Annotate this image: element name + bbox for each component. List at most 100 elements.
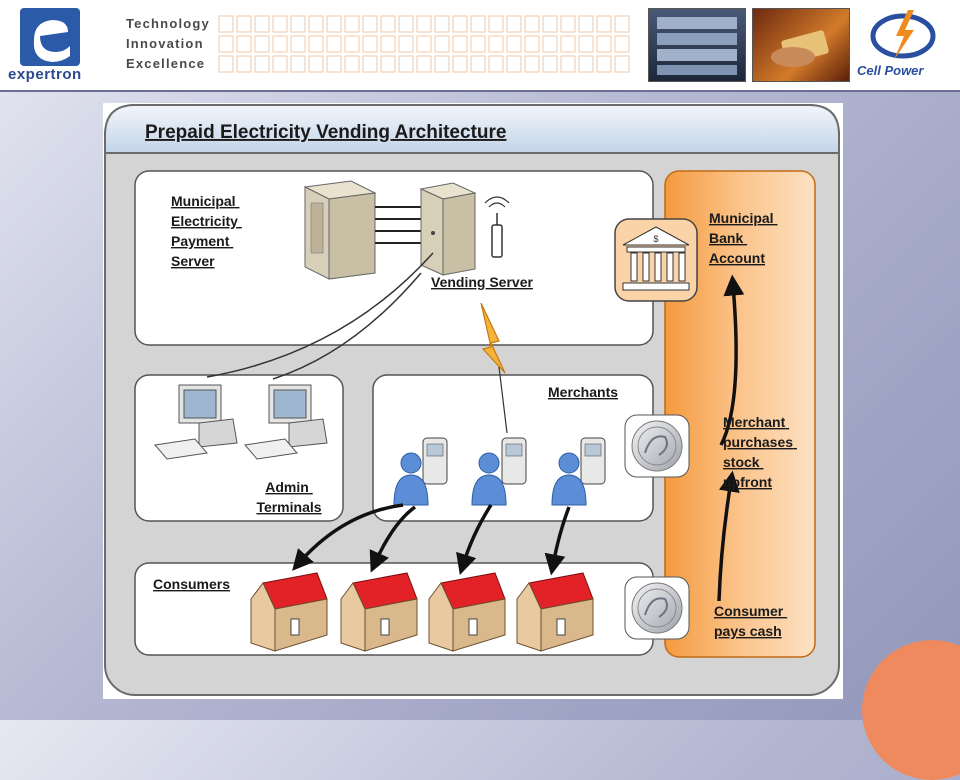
merchant-icon bbox=[471, 437, 527, 506]
grid-square bbox=[398, 55, 414, 73]
vending-server-label: Vending Server bbox=[431, 274, 533, 290]
grid-square bbox=[236, 15, 252, 33]
grid-square bbox=[596, 55, 612, 73]
decorative-corner-circle bbox=[862, 640, 960, 780]
card-payment-photo bbox=[752, 8, 850, 82]
grid-square bbox=[272, 35, 288, 53]
antenna-icon bbox=[484, 196, 510, 258]
diagram-title: Prepaid Electricity Vending Architecture bbox=[145, 122, 506, 143]
coin-icon bbox=[624, 414, 690, 478]
grid-square bbox=[326, 35, 342, 53]
tagline-technology: Technology bbox=[126, 16, 210, 31]
grid-square bbox=[308, 15, 324, 33]
grid-square bbox=[254, 15, 270, 33]
grid-square bbox=[578, 35, 594, 53]
grid-square bbox=[506, 55, 522, 73]
grid-square bbox=[470, 35, 486, 53]
grid-square bbox=[506, 15, 522, 33]
grid-square bbox=[578, 15, 594, 33]
wireless-link-icon bbox=[480, 302, 506, 374]
grid-square bbox=[308, 35, 324, 53]
merchant-flow-label: Merchant purchases stock upfront bbox=[723, 414, 797, 490]
house-icon bbox=[340, 572, 418, 652]
grid-square bbox=[434, 35, 450, 53]
grid-square bbox=[434, 55, 450, 73]
grid-square bbox=[218, 15, 234, 33]
grid-square bbox=[524, 15, 540, 33]
grid-square bbox=[398, 15, 414, 33]
server-link-lines bbox=[375, 206, 421, 244]
grid-square bbox=[218, 35, 234, 53]
grid-square bbox=[326, 15, 342, 33]
grid-square bbox=[452, 15, 468, 33]
grid-square bbox=[560, 55, 576, 73]
grid-square bbox=[218, 55, 234, 73]
merchant-icon bbox=[551, 437, 606, 506]
grid-square bbox=[488, 15, 504, 33]
grid-square bbox=[290, 35, 306, 53]
svg-text:$: $ bbox=[653, 234, 658, 244]
bank-icon: $ bbox=[614, 218, 698, 302]
grid-square bbox=[362, 35, 378, 53]
grid-square bbox=[524, 35, 540, 53]
grid-square bbox=[578, 55, 594, 73]
consumer-flow-label: Consumer pays cash bbox=[714, 603, 787, 639]
grid-square bbox=[434, 15, 450, 33]
grid-square bbox=[416, 35, 432, 53]
decorative-grid bbox=[218, 15, 630, 73]
wireless-link-line bbox=[498, 366, 508, 434]
consumers-label: Consumers bbox=[153, 576, 230, 592]
grid-square bbox=[344, 55, 360, 73]
grid-square bbox=[542, 55, 558, 73]
grid-square bbox=[470, 55, 486, 73]
grid-square bbox=[416, 15, 432, 33]
grid-square bbox=[470, 15, 486, 33]
grid-square bbox=[254, 35, 270, 53]
tagline-innovation: Innovation bbox=[126, 36, 204, 51]
admin-computer-icon bbox=[244, 384, 328, 460]
grid-square bbox=[416, 55, 432, 73]
house-icon bbox=[428, 572, 506, 652]
grid-square bbox=[254, 55, 270, 73]
grid-square bbox=[272, 15, 288, 33]
merchant-icon bbox=[393, 437, 448, 506]
admin-connection-lines bbox=[206, 252, 434, 380]
grid-square bbox=[506, 35, 522, 53]
architecture-diagram: Prepaid Electricity Vending Architecture… bbox=[103, 103, 843, 699]
payment-flow-arrows bbox=[717, 274, 745, 602]
grid-square bbox=[272, 55, 288, 73]
grid-square bbox=[236, 55, 252, 73]
grid-square bbox=[326, 55, 342, 73]
grid-square bbox=[380, 55, 396, 73]
grid-square bbox=[452, 55, 468, 73]
grid-square bbox=[614, 55, 630, 73]
admin-computer-icon bbox=[154, 384, 238, 460]
grid-square bbox=[290, 15, 306, 33]
brand-name: expertron bbox=[8, 66, 82, 83]
grid-square bbox=[290, 55, 306, 73]
grid-square bbox=[344, 35, 360, 53]
grid-square bbox=[344, 15, 360, 33]
server-rack-photo bbox=[648, 8, 746, 82]
house-icon bbox=[250, 572, 328, 652]
grid-square bbox=[236, 35, 252, 53]
grid-square bbox=[542, 15, 558, 33]
grid-square bbox=[452, 35, 468, 53]
partner-name: Cell Power bbox=[857, 63, 924, 78]
grid-square bbox=[596, 35, 612, 53]
grid-square bbox=[560, 35, 576, 53]
grid-square bbox=[488, 35, 504, 53]
grid-square bbox=[614, 35, 630, 53]
grid-square bbox=[560, 15, 576, 33]
grid-square bbox=[614, 15, 630, 33]
grid-square bbox=[362, 15, 378, 33]
grid-square bbox=[380, 15, 396, 33]
merchants-label: Merchants bbox=[548, 384, 618, 400]
expertron-logo-icon bbox=[20, 8, 80, 66]
grid-square bbox=[380, 35, 396, 53]
payment-flow-column bbox=[664, 170, 816, 658]
header-bar: expertron Technology Innovation Excellen… bbox=[0, 0, 960, 92]
coin-icon bbox=[624, 576, 690, 640]
grid-square bbox=[524, 55, 540, 73]
grid-square bbox=[488, 55, 504, 73]
